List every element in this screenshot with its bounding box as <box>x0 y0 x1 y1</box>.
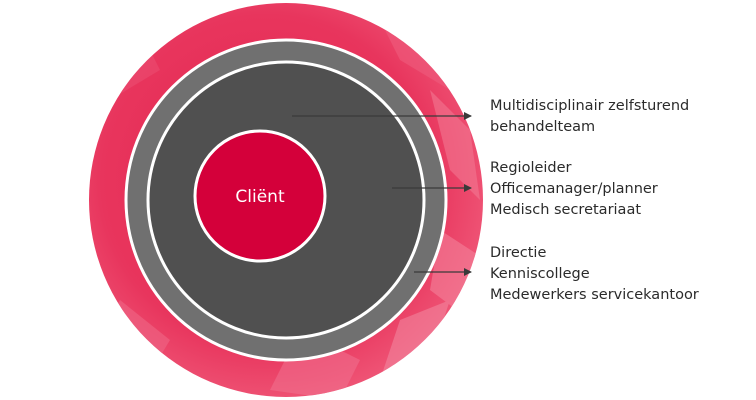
label-group-regio: Regioleider Officemanager/planner Medisc… <box>490 158 658 221</box>
label-line: Kenniscollege <box>490 266 590 282</box>
label-group-team: Multidisciplinair zelfsturend behandelte… <box>490 96 689 138</box>
label-line: behandelteam <box>490 119 596 135</box>
label-line: Regioleider <box>490 160 572 176</box>
label-line: Medewerkers servicekantoor <box>490 287 699 303</box>
label-line: Officemanager/planner <box>490 181 658 197</box>
center-circle <box>193 129 327 263</box>
label-group-directie: Directie Kenniscollege Medewerkers servi… <box>490 243 699 306</box>
label-line: Medisch secretariaat <box>490 202 642 218</box>
label-line: Multidisciplinair zelfsturend <box>490 98 690 114</box>
label-line: Directie <box>490 245 547 261</box>
center-label: Cliënt <box>235 187 285 207</box>
